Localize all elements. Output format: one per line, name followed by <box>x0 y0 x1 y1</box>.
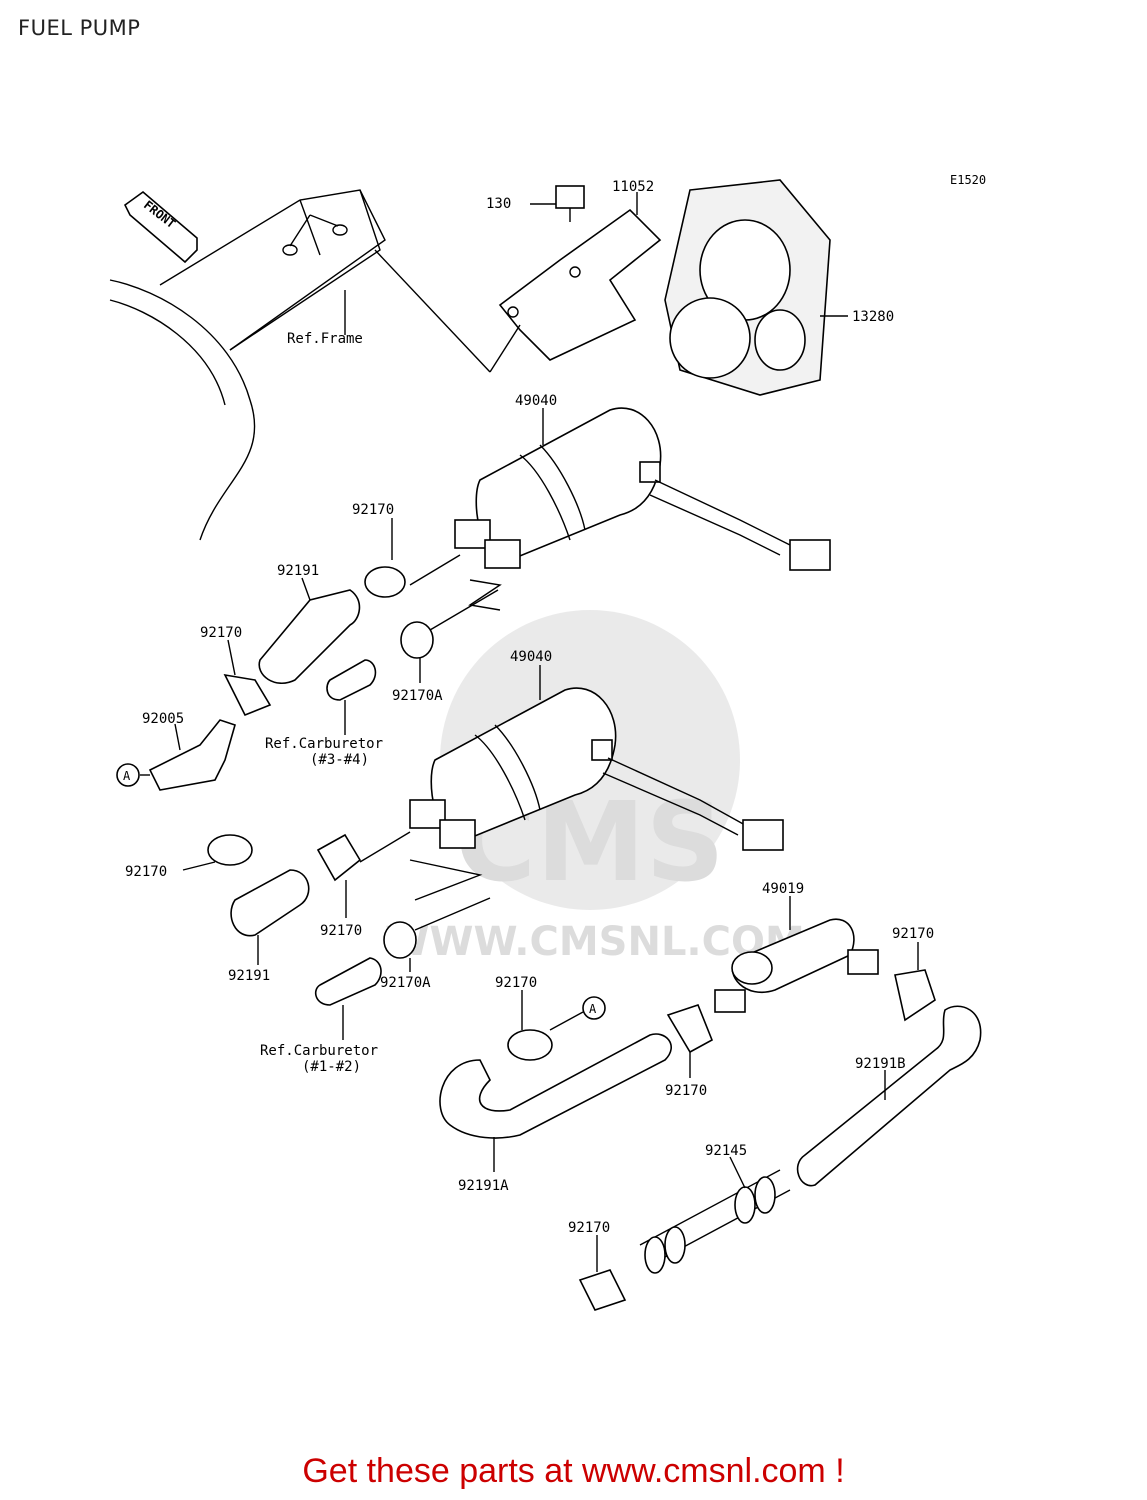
page-title: FUEL PUMP <box>18 16 141 40</box>
part-label-92170-d: 92170 <box>320 923 362 939</box>
clamp-92170-g <box>666 1004 714 1078</box>
part-label-92191A: 92191A <box>458 1178 509 1194</box>
spring-92145 <box>639 1156 791 1274</box>
ref-carb-34-line1: Ref.Carburetor <box>265 736 383 752</box>
clamp-92170A-lower <box>383 859 491 972</box>
ref-carb-12-line2: (#1-#2) <box>302 1059 361 1075</box>
callout-a-left-letter: A <box>123 769 131 783</box>
clamp-92170-h <box>578 1235 627 1311</box>
part-label-92170A-lower: 92170A <box>380 975 431 991</box>
part-label-92005: 92005 <box>142 711 184 727</box>
ref-frame-label: Ref.Frame <box>287 331 363 347</box>
clamp-92170-d <box>316 831 411 918</box>
part-label-49040-lower: 49040 <box>510 649 552 665</box>
carb-pipe-12 <box>314 957 382 1040</box>
bolt-130 <box>530 185 585 222</box>
part-label-49040-upper: 49040 <box>515 393 557 409</box>
part-label-92191-upper: 92191 <box>277 563 319 579</box>
part-label-92170-e: 92170 <box>892 926 934 942</box>
ref-carb-12-line1: Ref.Carburetor <box>260 1043 378 1059</box>
part-label-11052: 11052 <box>612 179 654 195</box>
part-label-92170-f: 92170 <box>495 975 537 991</box>
part-label-130: 130 <box>486 196 511 212</box>
ref-carb-34-line2: (#3-#4) <box>310 752 369 768</box>
fuel-pump-lower <box>409 665 784 851</box>
part-label-92170-h: 92170 <box>568 1220 610 1236</box>
bracket-11052 <box>489 192 662 373</box>
frame-outline <box>109 189 491 541</box>
carb-pipe-34 <box>326 659 377 735</box>
hose-92191-upper <box>258 577 361 685</box>
part-label-13280: 13280 <box>852 309 894 325</box>
part-label-92170-a: 92170 <box>352 502 394 518</box>
watermark-url: WWW.CMSNL.COM <box>385 919 805 965</box>
part-label-92191B: 92191B <box>855 1056 906 1072</box>
hose-92191A <box>439 1033 672 1172</box>
clamp-92170A-upper <box>400 579 502 683</box>
hose-92191-lower <box>230 869 310 965</box>
clamp-92170-f <box>507 990 584 1061</box>
callout-a-right: A <box>582 996 606 1020</box>
front-arrow-icon: FRONT <box>123 190 198 264</box>
part-label-92191-lower: 92191 <box>228 968 270 984</box>
part-label-92170-b: 92170 <box>200 625 242 641</box>
part-label-49019: 49019 <box>762 881 804 897</box>
joint-92005 <box>140 719 236 791</box>
promo-link[interactable]: Get these parts at www.cmsnl.com ! <box>302 1452 845 1490</box>
clamp-92170-b <box>223 639 272 717</box>
part-label-92170A-upper: 92170A <box>392 688 443 704</box>
clamp-92170-e <box>894 942 936 1022</box>
part-label-92170-g: 92170 <box>665 1083 707 1099</box>
part-label-92170-c: 92170 <box>125 864 167 880</box>
clamp-92170-c <box>182 834 253 871</box>
callout-a-left: A <box>116 763 140 787</box>
filter-49019 <box>714 896 879 1013</box>
part-label-92145: 92145 <box>705 1143 747 1159</box>
fuel-pump-upper <box>454 407 831 571</box>
hose-92191B <box>796 1005 982 1187</box>
diagram-code: E1520 <box>950 173 986 187</box>
clamp-92170-a <box>364 518 461 598</box>
callout-a-right-letter: A <box>589 1002 597 1016</box>
damper-13280 <box>664 179 848 396</box>
